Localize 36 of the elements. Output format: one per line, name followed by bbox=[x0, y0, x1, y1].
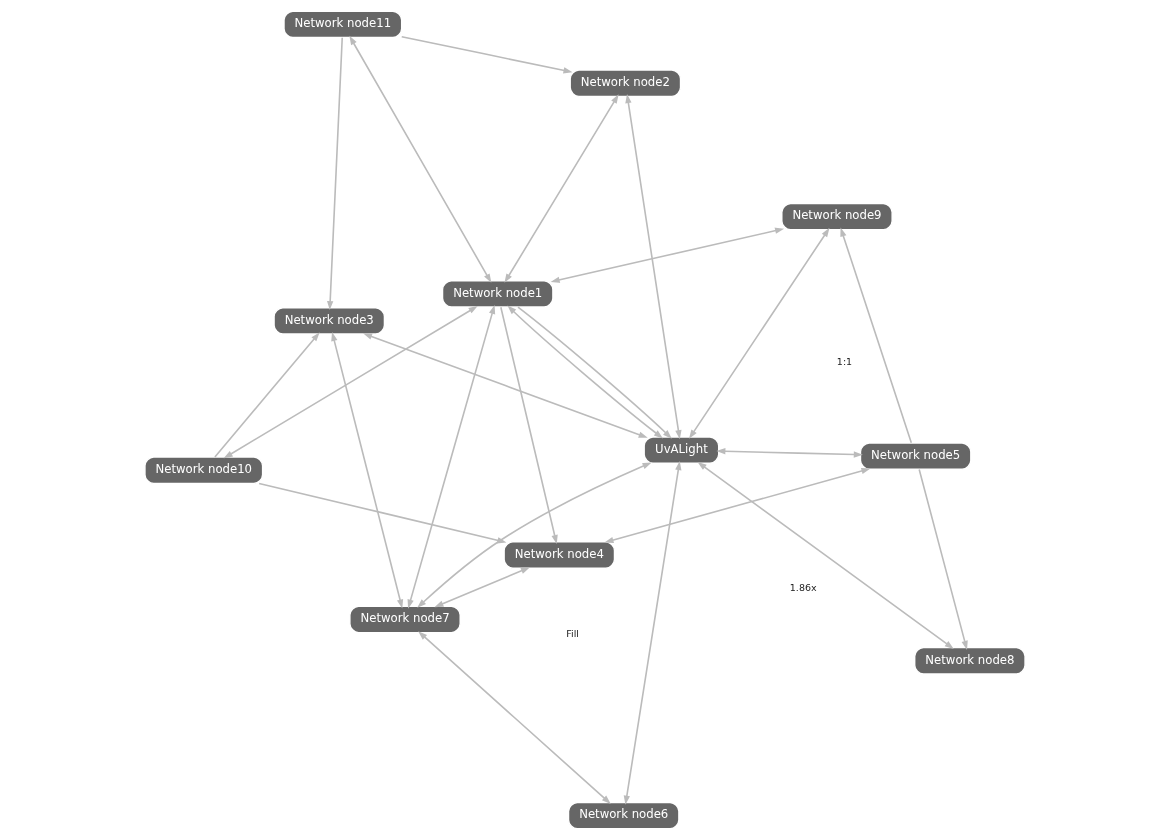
arrow bbox=[418, 631, 611, 804]
arrow bbox=[716, 448, 863, 458]
arrow bbox=[434, 567, 530, 608]
arrow bbox=[500, 306, 558, 545]
arrow bbox=[623, 461, 682, 805]
label: 1.86x bbox=[789, 582, 817, 594]
arrow bbox=[349, 35, 492, 283]
label: Fill bbox=[566, 627, 579, 639]
node-box: UvALight bbox=[643, 436, 720, 465]
node-box: Network node7 bbox=[349, 605, 461, 634]
arrow bbox=[407, 304, 496, 609]
arrow bbox=[550, 227, 785, 283]
arrow bbox=[327, 36, 344, 311]
arrow bbox=[504, 94, 619, 283]
arrow bbox=[400, 35, 573, 74]
node-box: Network node10 bbox=[144, 456, 264, 485]
node-box: Network node5 bbox=[859, 442, 972, 470]
node-box: Network node2 bbox=[569, 69, 682, 98]
arrow bbox=[840, 227, 913, 444]
arrow bbox=[331, 331, 404, 609]
node-box: Network node1 bbox=[441, 280, 554, 308]
arrow bbox=[417, 462, 652, 608]
label: 1:1 bbox=[836, 355, 853, 367]
arrow bbox=[363, 333, 648, 438]
node-box: Network node8 bbox=[913, 646, 1026, 675]
arrow bbox=[689, 227, 830, 439]
node-box: Network node11 bbox=[283, 10, 403, 39]
arrow bbox=[604, 467, 871, 544]
node-box: Network node3 bbox=[273, 307, 386, 335]
arrow bbox=[697, 461, 954, 649]
arrow bbox=[625, 94, 682, 440]
node-box: Network node6 bbox=[567, 801, 680, 830]
node-box: Network node9 bbox=[781, 202, 893, 231]
node-box: Network node4 bbox=[503, 541, 616, 569]
arrow bbox=[918, 468, 968, 650]
arrow bbox=[214, 332, 320, 458]
